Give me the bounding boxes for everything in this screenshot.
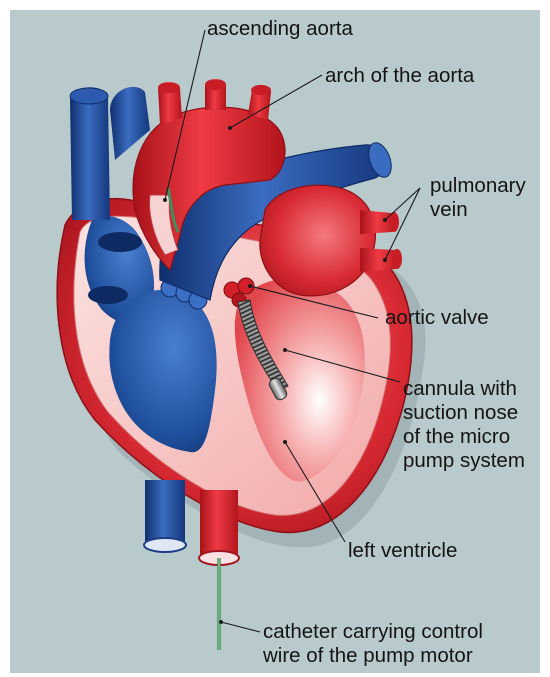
label-cannula-1: cannula with <box>403 378 517 400</box>
label-pulmonary-vein-1: pulmonary <box>430 175 526 197</box>
label-ascending-aorta: ascending aorta <box>207 18 353 40</box>
label-catheter-1: catheter carrying control <box>263 621 483 643</box>
label-cannula-2: suction nose <box>403 402 518 424</box>
superior-vena-cava <box>70 87 110 220</box>
label-left-ventricle: left ventricle <box>348 540 457 562</box>
label-arch-of-aorta: arch of the aorta <box>325 65 474 87</box>
label-aortic-valve: aortic valve <box>385 307 489 329</box>
label-cannula-3: of the micro <box>403 426 510 448</box>
heart-illustration <box>10 10 540 673</box>
label-pulmonary-vein-2: vein <box>430 199 468 221</box>
label-cannula-4: pump system <box>403 450 525 472</box>
inferior-vena-cava-opening <box>144 538 186 552</box>
label-catheter-2: wire of the pump motor <box>263 645 473 667</box>
heart-diagram: ascending aorta arch of the aorta pulmon… <box>10 10 540 673</box>
